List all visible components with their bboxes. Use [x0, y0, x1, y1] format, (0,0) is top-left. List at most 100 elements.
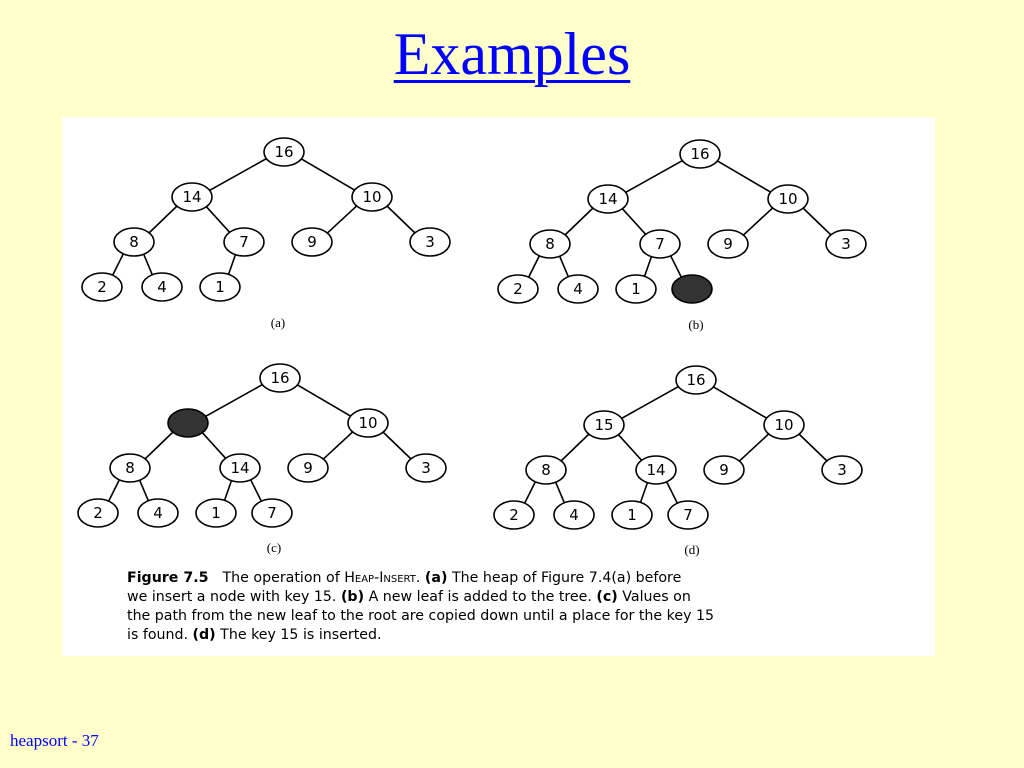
caption-text: is found.	[127, 627, 193, 643]
heap-node: 7	[251, 498, 293, 528]
node-key: 1	[211, 504, 221, 522]
caption-text: The key 15 is inserted.	[215, 627, 382, 643]
tree-edge	[617, 384, 683, 421]
node-circle	[557, 274, 599, 304]
tree-edge	[141, 251, 155, 278]
node-circle	[109, 453, 151, 483]
heap-node: 3	[821, 455, 863, 485]
caption-line-2: we insert a node with key 15. (b) A new …	[127, 588, 877, 607]
node-key: 16	[270, 369, 289, 387]
heap-node: 8	[113, 227, 155, 257]
subfigure-label-a: (a)	[271, 315, 285, 330]
node-circle	[171, 182, 213, 212]
heap-node: 2	[81, 272, 123, 302]
heap-node: 10	[763, 410, 805, 440]
node-key: 9	[723, 235, 733, 253]
heap-node: 8	[109, 453, 151, 483]
node-key: 10	[358, 414, 377, 432]
tree-edge	[558, 431, 592, 464]
node-circle	[707, 229, 749, 259]
heap-node: 2	[493, 500, 535, 530]
node-key: 16	[690, 145, 709, 163]
node-key: 7	[239, 233, 249, 251]
tree-edge	[557, 253, 571, 280]
node-key: 14	[230, 459, 249, 477]
heap-node: 9	[703, 455, 745, 485]
tree-edge	[199, 429, 229, 462]
node-circle	[821, 455, 863, 485]
node-key: 4	[157, 278, 167, 296]
caption-procedure-name: Heap-Insert	[344, 570, 416, 586]
node-key: 10	[362, 188, 381, 206]
node-key: 2	[97, 278, 107, 296]
node-circle	[113, 227, 155, 257]
heap-node: 8	[529, 229, 571, 259]
heap-node: 9	[707, 229, 749, 259]
caption-tag-a: (a)	[424, 570, 448, 586]
node-key: 7	[683, 506, 693, 524]
heap-node: 9	[291, 227, 333, 257]
caption-text: .	[415, 570, 425, 586]
tree-edge	[146, 203, 180, 236]
tree-edge	[201, 382, 267, 419]
tree-edge	[740, 205, 776, 238]
heap-node: 2	[77, 498, 119, 528]
node-circle	[259, 363, 301, 393]
node-key: 14	[182, 188, 201, 206]
node-key: 16	[686, 371, 705, 389]
slide-title: Examples	[393, 21, 631, 87]
node-circle	[409, 227, 451, 257]
node-circle	[251, 498, 293, 528]
heap-node: 1	[615, 274, 657, 304]
tree-edge	[137, 477, 151, 504]
tree-edge	[713, 158, 775, 195]
node-circle	[291, 227, 333, 257]
node-key: 8	[541, 461, 551, 479]
node-key: 2	[509, 506, 519, 524]
node-circle	[583, 410, 625, 440]
tree-edge	[642, 253, 654, 280]
heap-node: 7	[639, 229, 681, 259]
node-key: 8	[129, 233, 139, 251]
node-key: 3	[837, 461, 847, 479]
node-circle	[587, 184, 629, 214]
tree-edge	[293, 382, 355, 419]
heap-node: 10	[347, 408, 389, 438]
node-circle	[223, 227, 265, 257]
subfigure-label-d: (d)	[684, 542, 699, 557]
heap-node: 16	[259, 363, 301, 393]
node-circle	[667, 500, 709, 530]
new-leaf-node	[671, 274, 713, 304]
heap-node: 1	[195, 498, 237, 528]
tree-edge	[619, 205, 649, 238]
node-key: 8	[125, 459, 135, 477]
node-key: 7	[655, 235, 665, 253]
node-circle	[763, 410, 805, 440]
node-circle	[167, 408, 209, 438]
node-circle	[493, 500, 535, 530]
node-key: 3	[421, 459, 431, 477]
heap-node: 4	[553, 500, 595, 530]
node-circle	[553, 500, 595, 530]
tree-edge	[226, 251, 238, 278]
caption-line-3: the path from the new leaf to the root a…	[127, 607, 877, 626]
node-circle	[405, 453, 447, 483]
node-circle	[141, 272, 183, 302]
slide-footer: heapsort - 37	[10, 731, 99, 750]
new-leaf-node	[167, 408, 209, 438]
tree-edge	[668, 252, 684, 281]
node-key: 1	[215, 278, 225, 296]
tree-edge	[615, 431, 645, 464]
node-key: 3	[841, 235, 851, 253]
heap-node: 9	[287, 453, 329, 483]
tree-edge	[380, 429, 414, 462]
caption-text: we insert a node with key 15.	[127, 589, 341, 605]
node-circle	[615, 274, 657, 304]
node-key: 10	[778, 190, 797, 208]
node-key: 15	[594, 416, 613, 434]
caption-line-4: is found. (d) The key 15 is inserted.	[127, 626, 877, 645]
node-key: 9	[719, 461, 729, 479]
caption-tag-c: (c)	[596, 589, 618, 605]
node-circle	[671, 274, 713, 304]
subfigure-label-b: (b)	[688, 317, 703, 332]
